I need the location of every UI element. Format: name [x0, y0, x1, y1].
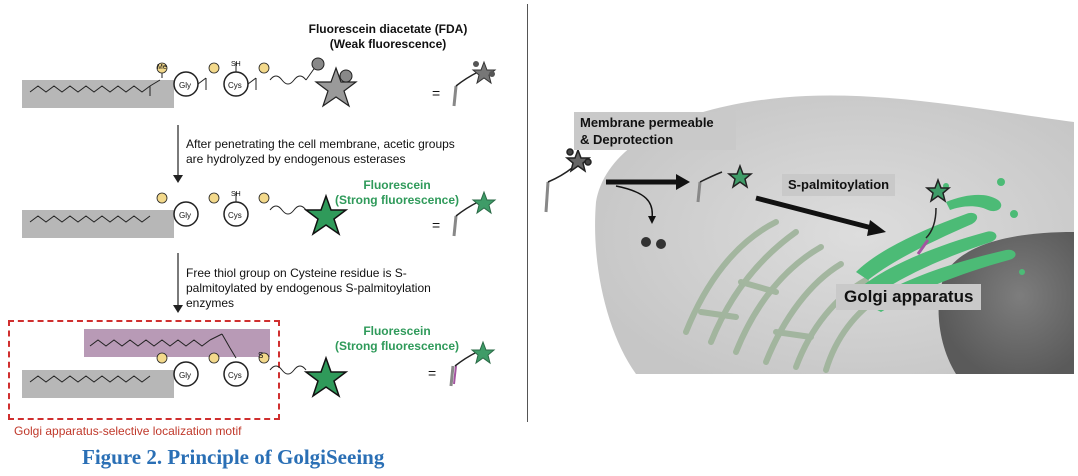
- fda-probe-structure: [29, 57, 358, 108]
- fda-icon: [452, 60, 497, 107]
- golgi-label: Golgi apparatus: [836, 284, 982, 310]
- fda-title-line1: Fluorescein diacetate (FDA): [308, 22, 468, 36]
- palmitoyl-chain-box: [84, 329, 270, 357]
- step1-line2: are hydrolyzed by endogenous esterases: [186, 152, 406, 166]
- golgi-label-text: Golgi apparatus: [844, 287, 974, 306]
- motif-highlight-box: [8, 320, 280, 420]
- equals-sign: =: [432, 85, 441, 101]
- membrane-label: Membrane permeable & Deprotection: [574, 112, 736, 150]
- probe-palmitoylated: [916, 177, 952, 255]
- sh-label-2: SH: [231, 191, 241, 198]
- lipid-tail-box-1: [22, 80, 174, 108]
- fda-title: Fluorescein diacetate (FDA) (Weak fluore…: [298, 22, 478, 52]
- figure-caption: Figure 2. Principle of GolgiSeeing: [82, 445, 385, 469]
- zigzag-chain: [29, 85, 151, 93]
- gly-label-2: Gly: [179, 211, 191, 220]
- acetate-dot: [656, 239, 666, 249]
- palmitoylation-label: S-palmitoylation: [782, 174, 896, 196]
- step2-line1: Free thiol group on Cysteine residue is …: [186, 266, 407, 280]
- process-arrows: [606, 174, 886, 236]
- membrane-label-line2: & Deprotection: [580, 132, 674, 147]
- palmitoylated-probe-structure: [29, 333, 349, 398]
- step2-text: Free thiol group on Cysteine residue is …: [186, 266, 431, 311]
- fluorescein-desc-2: (Strong fluorescence): [334, 339, 460, 353]
- cys-label: Cys: [228, 81, 242, 90]
- gly-label-3: Gly: [179, 371, 191, 380]
- fluorescein-probe-structure: [29, 192, 349, 236]
- step2-arrow: [173, 253, 183, 313]
- gly-label: Gly: [179, 81, 191, 90]
- cys-label-2: Cys: [228, 211, 242, 220]
- step1-line1: After penetrating the cell membrane, ace…: [186, 137, 455, 151]
- er-network: [683, 219, 884, 373]
- fluorescein-label-2: Fluorescein (Strong fluorescence): [322, 324, 472, 354]
- palmitoylation-label-text: S-palmitoylation: [788, 177, 890, 192]
- equals-sign-2: =: [432, 217, 441, 233]
- fluorescein-name-1: Fluorescein: [363, 178, 431, 192]
- sh-label: SH: [231, 61, 241, 68]
- fluorescein-desc-1: (Strong fluorescence): [334, 193, 460, 207]
- step2-line2: palmitoylated by endogenous S-palmitoyla…: [186, 281, 431, 295]
- fluorescein-icon: [452, 190, 497, 237]
- lipid-tail-box-2: [22, 210, 174, 238]
- fluorescein-name-2: Fluorescein: [363, 324, 431, 338]
- fluorescein-label-1: Fluorescein (Strong fluorescence): [322, 178, 472, 208]
- probe-outside: [544, 147, 592, 213]
- equals-sign-3: =: [428, 365, 437, 381]
- me-label: Me: [157, 64, 167, 71]
- acetate-dot: [641, 237, 651, 247]
- cys-label-3: Cys: [228, 371, 242, 380]
- palmitoylated-icon: [449, 340, 496, 387]
- step1-arrow: [173, 125, 183, 183]
- step2-line3: enzymes: [186, 296, 235, 310]
- lipid-tail-box-3: [22, 370, 174, 398]
- membrane-label-line1: Membrane permeable: [580, 115, 714, 130]
- s-label: S: [258, 351, 264, 360]
- probe-deprotected: [696, 163, 754, 203]
- fda-title-line2: (Weak fluorescence): [329, 37, 447, 51]
- motif-label: Golgi apparatus-selective localization m…: [14, 424, 242, 438]
- panel-divider: [527, 4, 528, 422]
- step1-text: After penetrating the cell membrane, ace…: [186, 137, 455, 167]
